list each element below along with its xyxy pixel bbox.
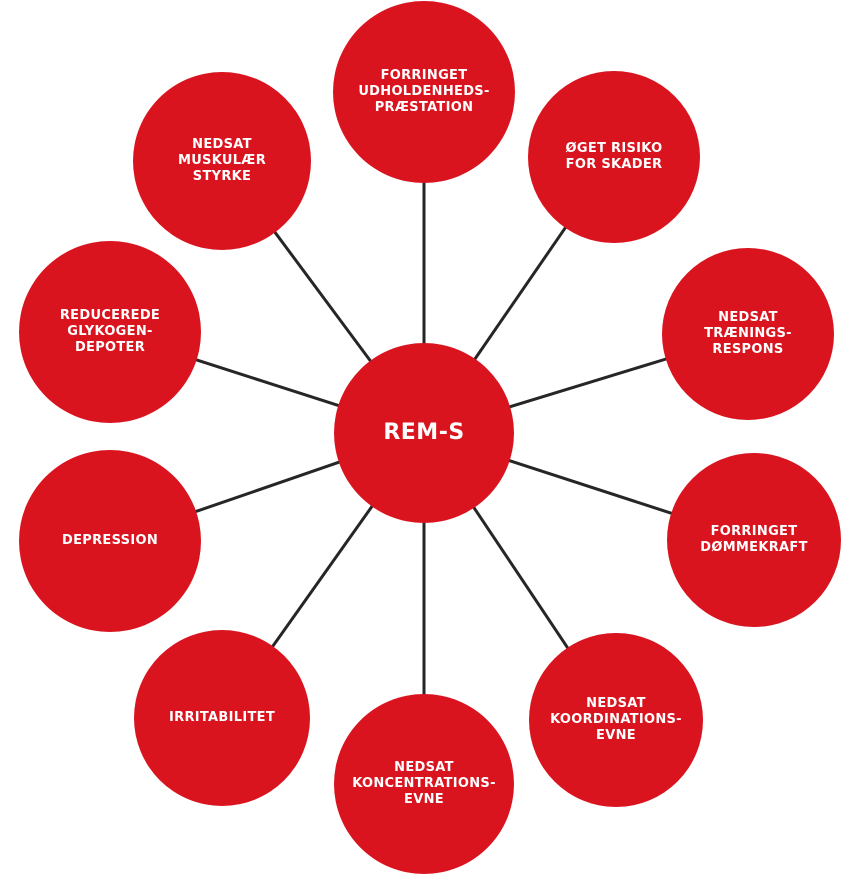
node-nedsat-koordinationsevne: NEDSAT KOORDINATIONS- EVNE (529, 633, 703, 807)
connector-forringet-dommekraft (507, 458, 674, 516)
connector-nedsat-traeningsrespons (507, 357, 669, 409)
connector-reducerede-glykogendepoter (194, 357, 341, 408)
node-label: FORRINGET DØMMEKRAFT (700, 524, 808, 555)
node-label: REDUCEREDE GLYKOGEN- DEPOTER (59, 308, 161, 355)
node-label: DEPRESSION (62, 533, 158, 548)
node-irritabilitet: IRRITABILITET (134, 630, 310, 806)
hub-label: REM-S (383, 420, 465, 445)
node-oget-risiko-for-skader: ØGET RISIKO FOR SKADER (528, 71, 700, 243)
node-label: NEDSAT MUSKULÆR STYRKE (177, 137, 267, 184)
hub-node-rem-s: REM-S (334, 343, 514, 523)
node-reducerede-glykogendepoter: REDUCEREDE GLYKOGEN- DEPOTER (19, 241, 201, 423)
connector-nedsat-koordinationsevne (471, 505, 570, 651)
connector-depression (193, 460, 342, 514)
connector-irritabilitet (270, 503, 375, 649)
node-depression: DEPRESSION (19, 450, 201, 632)
node-nedsat-koncentrationsevne: NEDSAT KONCENTRATIONS- EVNE (334, 694, 514, 874)
node-label: FORRINGET UDHOLDENHEDS- PRÆSTATION (358, 68, 490, 115)
connector-nedsat-muskulaer-styrke (272, 229, 373, 364)
node-label: NEDSAT KONCENTRATIONS- EVNE (352, 760, 496, 807)
node-nedsat-traeningsrespons: NEDSAT TRÆNINGS- RESPONS (662, 248, 834, 420)
connector-oget-risiko-for-skader (472, 225, 568, 362)
node-label: NEDSAT KOORDINATIONS- EVNE (550, 696, 682, 743)
node-nedsat-muskulaer-styrke: NEDSAT MUSKULÆR STYRKE (133, 72, 311, 250)
node-forringet-dommekraft: FORRINGET DØMMEKRAFT (667, 453, 841, 627)
node-label: NEDSAT TRÆNINGS- RESPONS (704, 310, 792, 357)
node-forringet-udholdenhedspraestation: FORRINGET UDHOLDENHEDS- PRÆSTATION (333, 1, 515, 183)
node-label: ØGET RISIKO FOR SKADER (565, 141, 663, 172)
node-label: IRRITABILITET (169, 710, 275, 725)
